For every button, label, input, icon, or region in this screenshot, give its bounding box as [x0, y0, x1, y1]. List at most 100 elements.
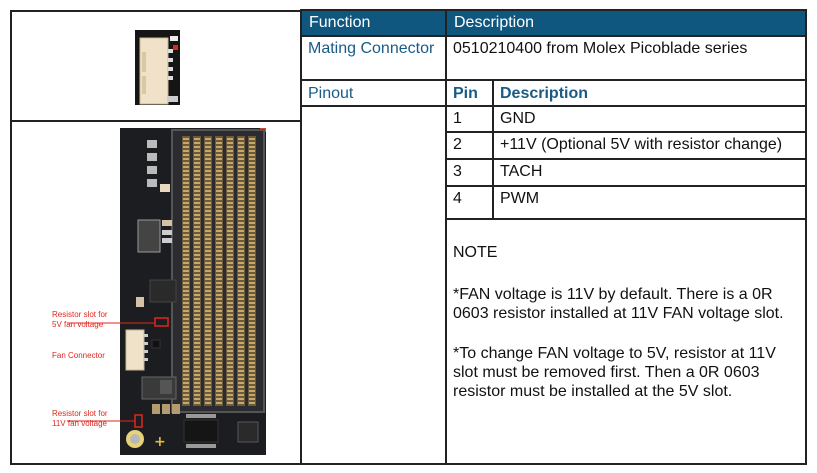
pin-description: GND [500, 110, 536, 127]
pin-contact [249, 342, 255, 344]
pin-contact [183, 174, 189, 176]
pin-contact [249, 386, 255, 388]
pin-contact [183, 254, 189, 256]
pin-contact [183, 142, 189, 144]
pin-contact [194, 346, 200, 348]
pin-contact [194, 158, 200, 160]
pin-contact [216, 250, 222, 252]
annotation-line: Resistor slot for [52, 310, 108, 319]
note-line: *To change FAN voltage to 5V, resistor a… [453, 345, 776, 362]
pin-contact [249, 402, 255, 404]
pin-contact [238, 210, 244, 212]
pin-contact [249, 274, 255, 276]
pin-contact [249, 246, 255, 248]
table-border [300, 9, 807, 11]
pin-contact [249, 334, 255, 336]
pin-contact [205, 382, 211, 384]
pin-contact [183, 154, 189, 156]
pin-contact [227, 278, 233, 280]
pin-contact [216, 182, 222, 184]
pin-contact [249, 350, 255, 352]
pin-contact [238, 198, 244, 200]
pin-contact [183, 314, 189, 316]
pin-contact [205, 278, 211, 280]
pin-contact [205, 142, 211, 144]
pin-contact [249, 326, 255, 328]
pin-contact [183, 386, 189, 388]
pin-contact [227, 162, 233, 164]
pin-contact [194, 266, 200, 268]
pin-contact [249, 294, 255, 296]
pin-contact [249, 162, 255, 164]
pin-contact [227, 354, 233, 356]
pin-contact [205, 362, 211, 364]
pin-contact [238, 314, 244, 316]
pin-contact [205, 366, 211, 368]
pin-contact [238, 222, 244, 224]
pin-contact [194, 242, 200, 244]
pin-contact [194, 326, 200, 328]
pin-contact [249, 306, 255, 308]
pin-contact [249, 138, 255, 140]
pin-contact [183, 310, 189, 312]
pin-column-header: Pin [453, 85, 478, 102]
table-border [445, 185, 807, 187]
pin-contact [238, 302, 244, 304]
pin-contact [183, 302, 189, 304]
pin-contact [183, 398, 189, 400]
pin-contact [194, 150, 200, 152]
pin-contact [227, 326, 233, 328]
pin-contact [183, 242, 189, 244]
pin-contact [183, 218, 189, 220]
pin-description-header: Description [500, 85, 589, 102]
pin-contact [249, 150, 255, 152]
pin-contact [238, 298, 244, 300]
pin-contact [183, 390, 189, 392]
pin-contact [205, 230, 211, 232]
pin-contact [238, 318, 244, 320]
pin-contact [194, 398, 200, 400]
pin-contact [238, 246, 244, 248]
pin-contact [238, 174, 244, 176]
pin-contact [238, 170, 244, 172]
pin-contact [238, 194, 244, 196]
pin-contact [227, 150, 233, 152]
pin-contact [183, 322, 189, 324]
pin-contact [227, 346, 233, 348]
pin-contact [238, 182, 244, 184]
pin-contact [238, 150, 244, 152]
pin-contact [227, 370, 233, 372]
pin-contact [227, 194, 233, 196]
pin-contact [249, 298, 255, 300]
pin-contact [227, 330, 233, 332]
pin-contact [205, 338, 211, 340]
pin-contact [238, 346, 244, 348]
pin-contact [216, 262, 222, 264]
pin-contact [227, 230, 233, 232]
pin-contact [194, 210, 200, 212]
pin-contact [249, 282, 255, 284]
pin-contact [194, 290, 200, 292]
pin-contact [249, 166, 255, 168]
pin-contact [183, 150, 189, 152]
pin-contact [183, 286, 189, 288]
pin-contact [194, 222, 200, 224]
pin-contact [227, 190, 233, 192]
pin-contact [249, 318, 255, 320]
board-photo-cell: + Resistor slot for 5V fan voltage Fan C… [10, 120, 302, 465]
pin-contact [183, 190, 189, 192]
pin-contact [216, 290, 222, 292]
table-border [805, 9, 807, 465]
pin-contact [249, 222, 255, 224]
pin-contact [183, 230, 189, 232]
pin-contact [249, 382, 255, 384]
pin-contact [249, 198, 255, 200]
pin-contact [227, 170, 233, 172]
pin-contact [194, 162, 200, 164]
pin-contact [205, 186, 211, 188]
pin-contact [238, 378, 244, 380]
pin-contact [227, 218, 233, 220]
annotation-line: 11V fan voltage [52, 419, 108, 428]
pin-contact [227, 350, 233, 352]
pin-contact [216, 278, 222, 280]
